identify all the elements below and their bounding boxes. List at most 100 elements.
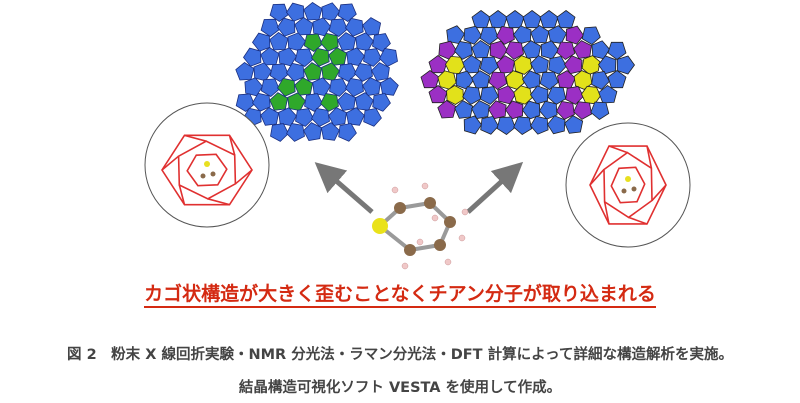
- cage-face: [479, 56, 499, 75]
- blue-cage-face: [337, 32, 357, 51]
- cage-face: [591, 71, 610, 90]
- blue-cage-face: [338, 63, 357, 82]
- cage-face: [547, 86, 567, 105]
- blue-cage-face: [269, 32, 289, 51]
- green-cage-face: [294, 77, 314, 96]
- cage-face: [471, 100, 490, 119]
- blue-cage-face: [328, 18, 348, 37]
- blue-cage-face: [328, 107, 347, 126]
- structure-figure: [144, 2, 691, 270]
- carbon-atom: [404, 244, 416, 256]
- cage-face: [513, 116, 533, 135]
- cage-edge: [228, 135, 236, 156]
- blue-cage-face: [362, 17, 382, 36]
- blue-cage-face: [278, 107, 297, 127]
- right-cage-inset: [565, 122, 691, 248]
- carbon-atom: [210, 171, 216, 177]
- cage-edge: [610, 166, 646, 204]
- blue-cage-face: [362, 77, 381, 96]
- cage-face: [573, 40, 592, 59]
- cage-edge: [628, 216, 648, 225]
- hydrogen-atom: [431, 214, 439, 222]
- carbon-atom: [621, 188, 627, 194]
- cage-face: [446, 85, 464, 105]
- hydrogen-atom: [461, 208, 469, 216]
- blue-cage-face: [321, 2, 340, 22]
- blue-cage-face: [277, 17, 296, 37]
- cage-face: [547, 115, 566, 135]
- cage-face: [522, 100, 541, 120]
- cage-face: [581, 55, 601, 75]
- blue-cage-face: [312, 77, 331, 97]
- cage-face: [505, 10, 525, 29]
- cage-face: [471, 10, 491, 29]
- green-cage-face: [320, 93, 339, 112]
- green-cage-face: [287, 92, 306, 112]
- hydrogen-atom: [391, 186, 399, 194]
- blue-cage-face: [354, 63, 373, 82]
- cage-face: [522, 40, 542, 59]
- cage-face: [539, 100, 558, 120]
- cage-face: [556, 101, 575, 120]
- blue-cage-face: [287, 32, 306, 52]
- blue-cage-face: [270, 123, 289, 142]
- hydrogen-atom: [421, 182, 429, 190]
- right-clathrate-cluster: [420, 10, 635, 135]
- cage-face: [471, 40, 491, 59]
- blue-cage-face: [311, 108, 330, 127]
- cage-face: [463, 25, 482, 45]
- blue-cage-face: [346, 47, 365, 67]
- arrow-left: [314, 162, 374, 214]
- blue-cage-face: [260, 78, 280, 97]
- cage-edge: [207, 198, 230, 206]
- cage-face: [480, 86, 499, 105]
- cage-face: [446, 25, 465, 45]
- blue-cage-face: [252, 32, 271, 52]
- blue-cage-face: [363, 107, 382, 127]
- blue-cage-face: [337, 92, 356, 111]
- sulfur-atom: [625, 176, 631, 182]
- cage-face: [581, 26, 601, 45]
- blue-cage-face: [278, 47, 297, 67]
- cage-face: [591, 40, 610, 60]
- blue-cage-face: [286, 123, 305, 142]
- cage-edge: [186, 153, 228, 187]
- blue-cage-face: [345, 107, 365, 126]
- cage-face: [513, 55, 533, 75]
- cage-face: [488, 10, 508, 29]
- blue-cage-face: [260, 47, 280, 66]
- hydrogen-atom: [458, 234, 466, 242]
- cage-face: [522, 70, 541, 90]
- cage-face: [463, 115, 482, 135]
- cage-face: [454, 41, 473, 60]
- blue-cage-face: [294, 48, 314, 67]
- blue-cage-face: [286, 62, 305, 82]
- blue-cage-face: [379, 77, 399, 96]
- green-cage-face: [269, 92, 289, 111]
- cage-face: [489, 40, 508, 60]
- blue-cage-face: [304, 93, 323, 112]
- blue-cage-face: [260, 107, 280, 126]
- blue-cage-face: [286, 2, 305, 22]
- hydrogen-atom: [416, 238, 424, 246]
- cage-face: [530, 25, 550, 44]
- blue-cage-face: [243, 47, 262, 67]
- blue-cage-face: [345, 17, 364, 37]
- sulfur-atom: [204, 161, 210, 167]
- blue-cage-face: [355, 32, 374, 52]
- cage-edge: [184, 134, 207, 142]
- green-cage-face: [303, 33, 323, 52]
- cage-face: [420, 70, 440, 89]
- blue-cage-face: [235, 62, 255, 81]
- carbon-atom: [444, 216, 456, 228]
- cage-face: [540, 40, 559, 60]
- blue-cage-face: [329, 78, 348, 97]
- blue-cage-face: [235, 93, 255, 112]
- cage-face: [496, 26, 515, 45]
- cage-face: [598, 85, 618, 104]
- left-clathrate-cluster: [235, 2, 399, 142]
- cage-edge: [589, 168, 605, 186]
- cage-face: [539, 10, 559, 29]
- hydrogen-atom: [444, 258, 452, 266]
- headline: カゴ状構造が大きく歪むことなくチアン分子が取り込まれる: [0, 279, 800, 308]
